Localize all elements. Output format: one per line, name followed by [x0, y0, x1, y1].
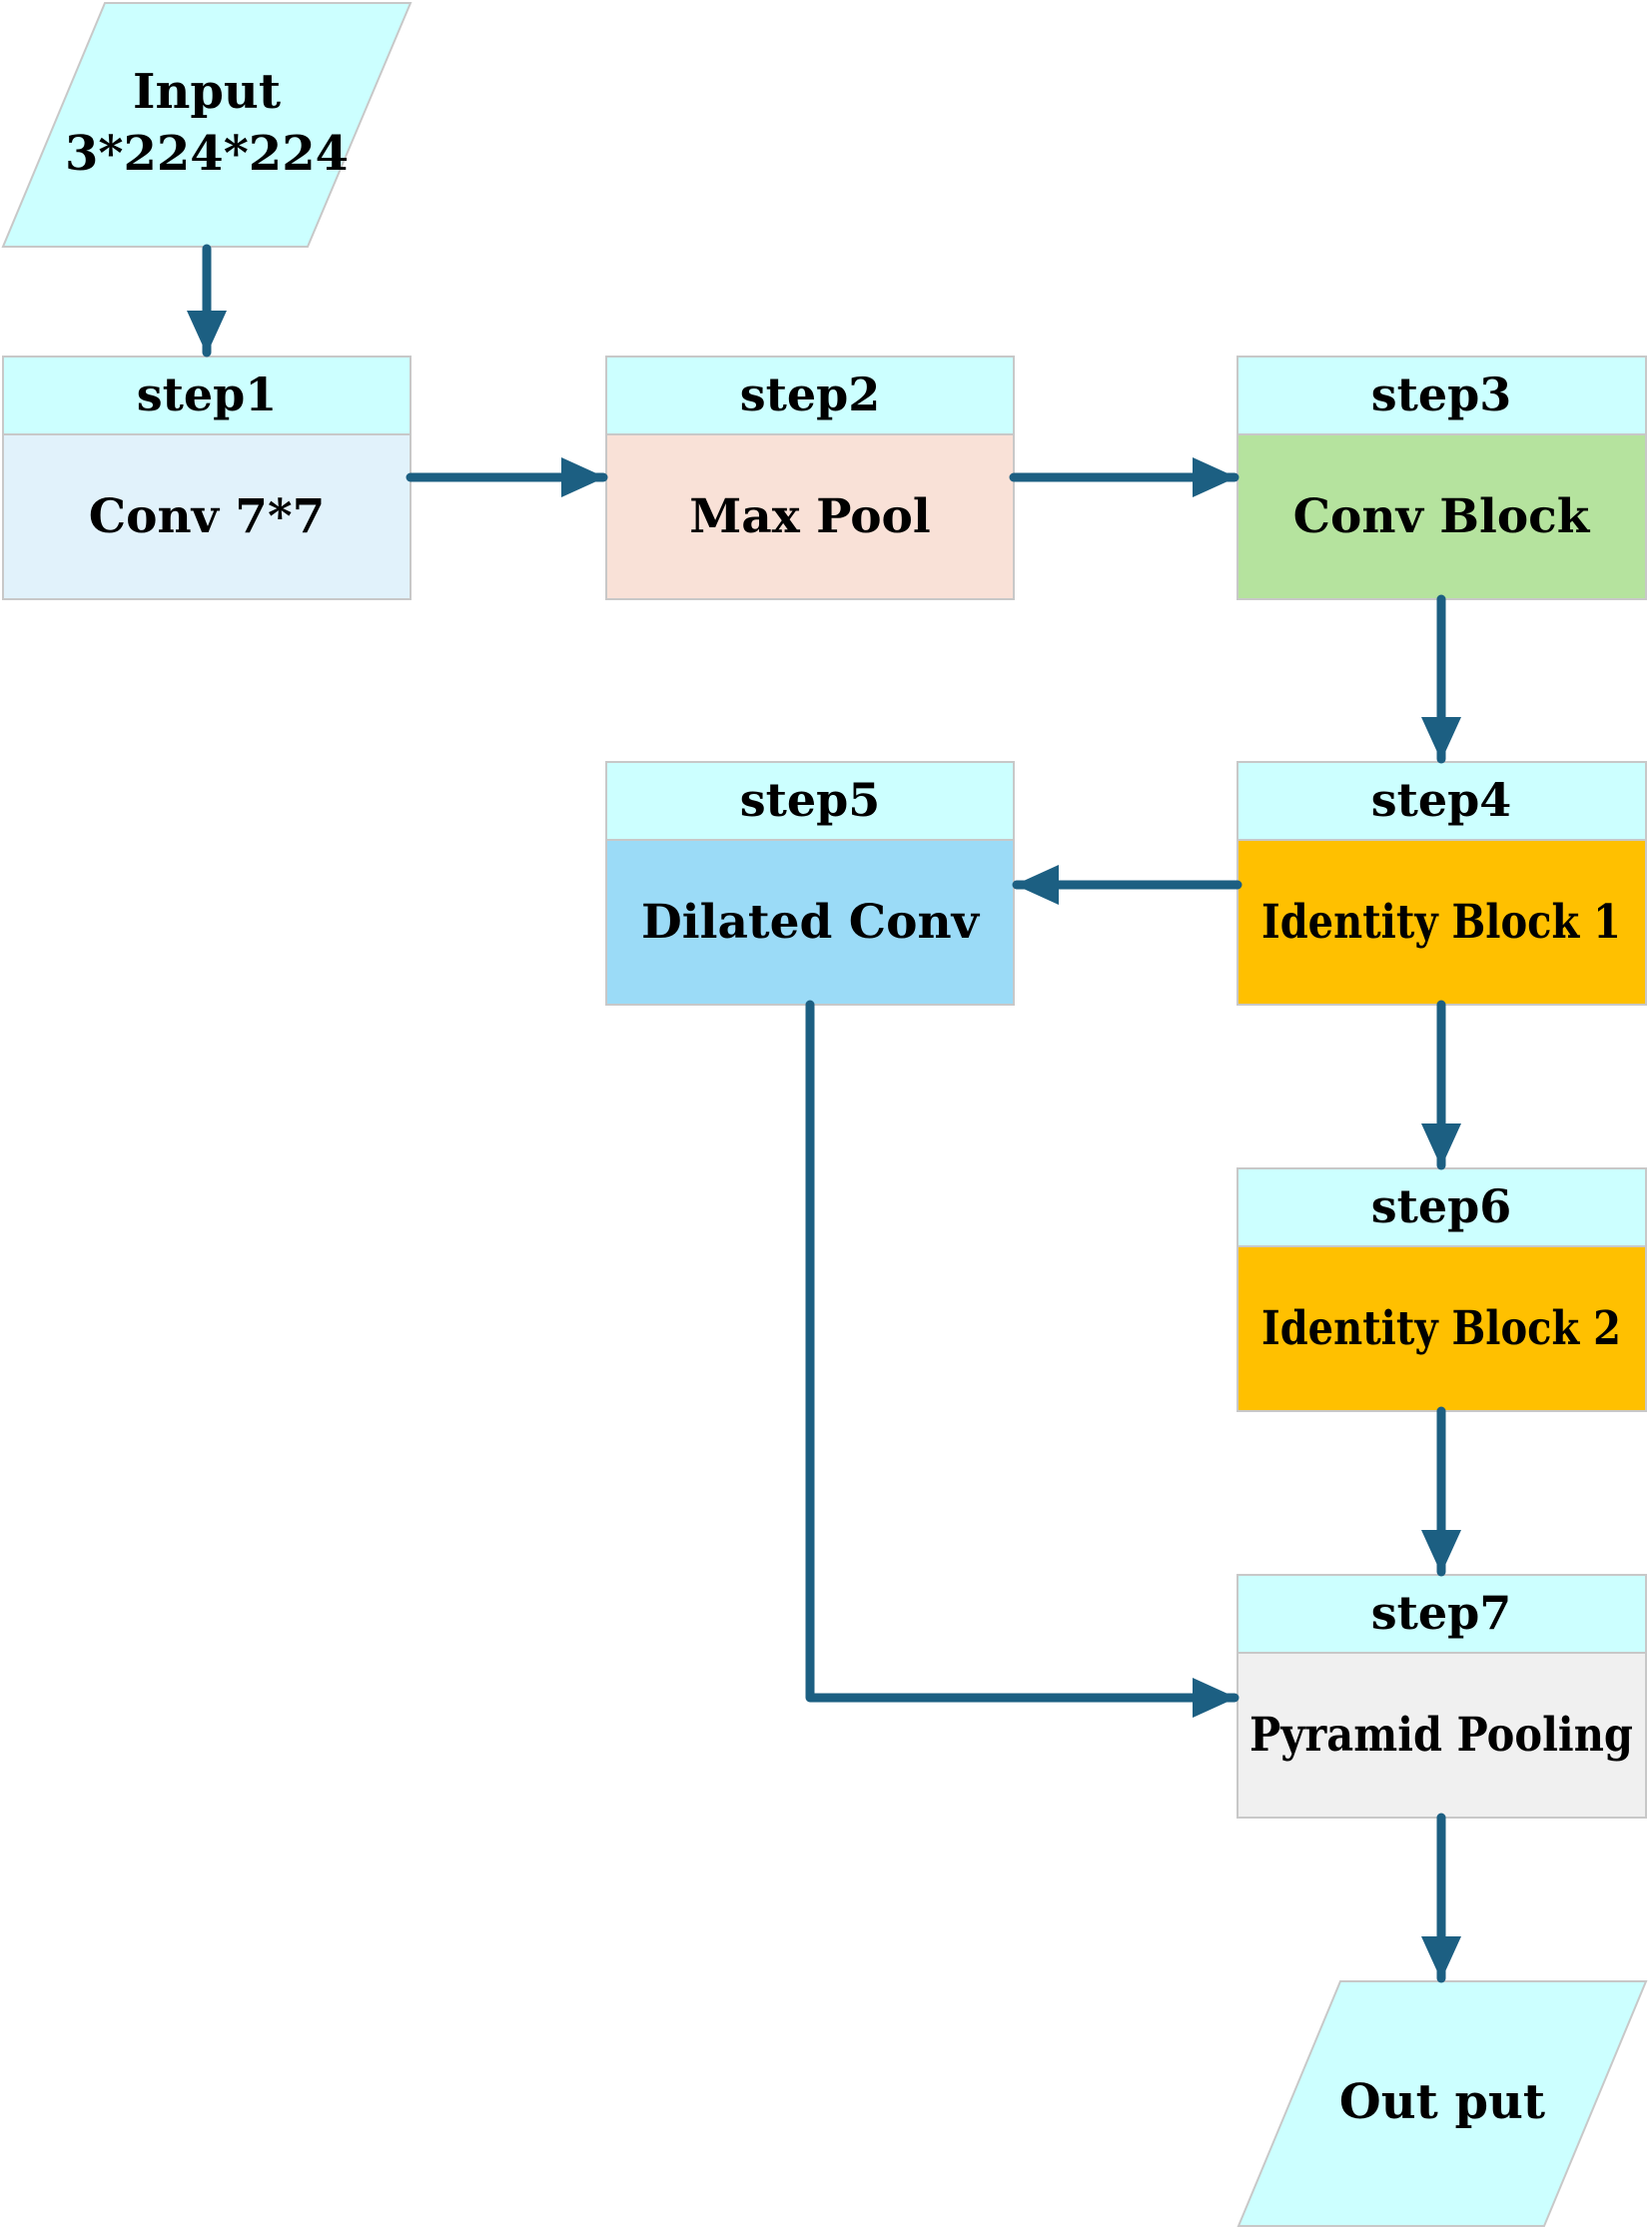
step5-body	[605, 839, 1015, 1006]
step6-header	[1237, 1167, 1647, 1247]
step2-header	[605, 356, 1015, 435]
step-node-6: step6 Identity Block 2	[1237, 1167, 1647, 1412]
step7-body-label: Pyramid Pooling	[1249, 1708, 1633, 1763]
output-node: Out put	[1237, 1980, 1648, 2227]
step2-body-label: Max Pool	[689, 489, 931, 544]
step2-header-label: step2	[740, 368, 881, 421]
step7-header-label: step7	[1371, 1586, 1512, 1640]
step5-header-label: step5	[740, 773, 881, 827]
step7-body	[1237, 1652, 1647, 1819]
output-shape	[1237, 1980, 1648, 2227]
step6-header-label: step6	[1371, 1179, 1512, 1233]
step2-body	[605, 433, 1015, 600]
step-node-1: step1 Conv 7*7	[2, 356, 412, 600]
step-node-7: step7 Pyramid Pooling	[1237, 1574, 1647, 1819]
step3-header-label: step3	[1371, 368, 1512, 421]
step1-header	[2, 356, 412, 435]
step6-body-label: Identity Block 2	[1261, 1301, 1621, 1356]
step-node-4: step4 Identity Block 1	[1237, 761, 1647, 1006]
step-node-3: step3 Conv Block	[1237, 356, 1647, 600]
arrow-step5-to-step7	[805, 1000, 1239, 1718]
step-node-2: step2 Max Pool	[605, 356, 1015, 600]
output-label: Out put	[1339, 2074, 1545, 2130]
step5-body-label: Dilated Conv	[641, 895, 981, 950]
step3-body-label: Conv Block	[1293, 489, 1591, 544]
step1-body-label: Conv 7*7	[89, 489, 326, 544]
step4-header-label: step4	[1371, 773, 1512, 827]
step1-header-label: step1	[137, 368, 278, 421]
step1-body	[2, 433, 412, 600]
input-shape	[1, 2, 413, 248]
step6-body	[1237, 1245, 1647, 1412]
connectors	[187, 244, 1461, 1983]
step3-body	[1237, 433, 1647, 600]
step4-body-label: Identity Block 1	[1261, 895, 1621, 950]
input-label-line1: Input	[133, 64, 281, 120]
input-node: Input 3*224*224	[1, 2, 413, 248]
step4-body	[1237, 839, 1647, 1006]
step-node-5: step5 Dilated Conv	[605, 761, 1015, 1006]
input-label-line2: 3*224*224	[65, 126, 349, 182]
